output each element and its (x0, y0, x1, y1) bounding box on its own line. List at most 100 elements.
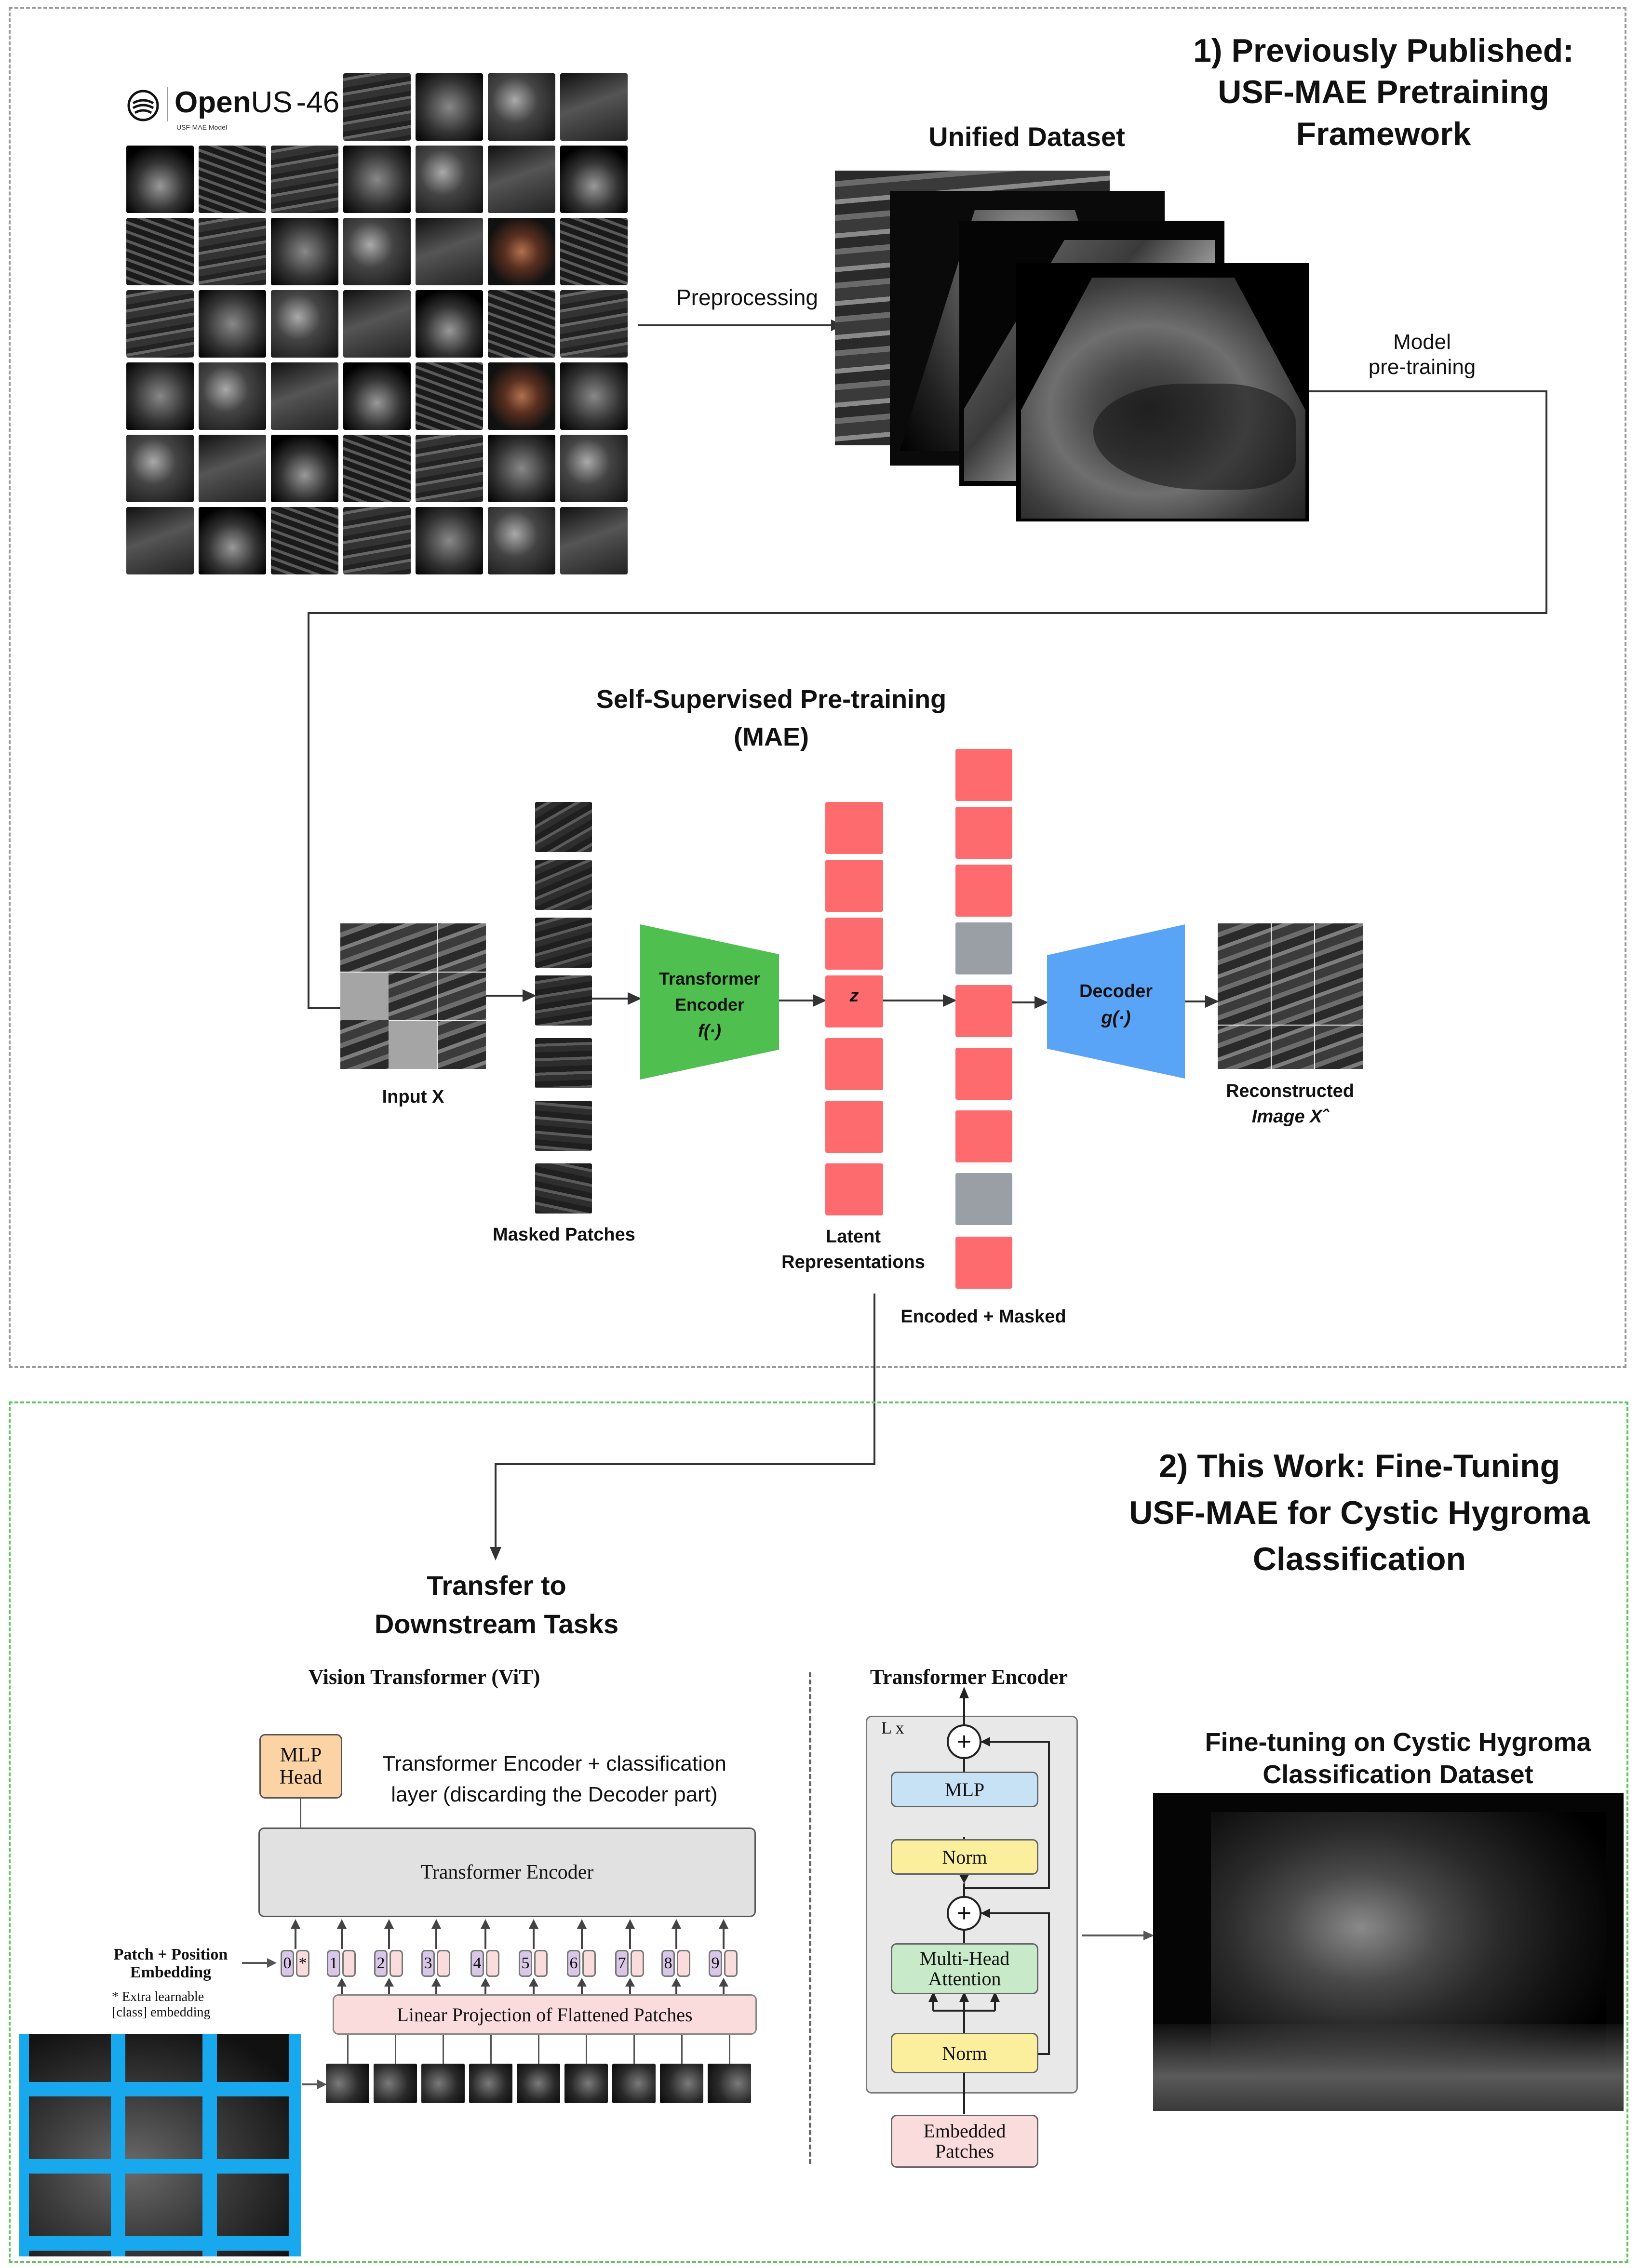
masked-token (955, 1173, 1012, 1225)
panel2-title: 2) This Work: Fine-Tuning USF-MAE for Cy… (1129, 1448, 1590, 1578)
masked-patch (535, 1163, 592, 1214)
model-pretraining-label: Model pre-training (1368, 330, 1476, 379)
encoded-token (955, 1110, 1012, 1162)
dataset-thumbnail (126, 218, 194, 285)
decoder-label: Decoder g(·) (1079, 981, 1153, 1028)
flattened-patch (517, 2064, 560, 2103)
vit-title: Vision Transformer (ViT) (308, 1665, 540, 1689)
panel2-divider (809, 1672, 811, 2164)
dataset-thumbnail (126, 507, 194, 574)
encoded-token (955, 985, 1012, 1037)
flattened-patch (469, 2064, 512, 2103)
dataset-thumbnail (343, 73, 411, 141)
patch-token (534, 1950, 548, 1977)
dataset-thumbnail (488, 507, 555, 574)
dataset-thumbnail (126, 435, 194, 502)
masked-patch (535, 860, 592, 910)
token-up-arrow (529, 1919, 538, 1949)
te-norm-top-box: Norm (891, 1839, 1038, 1875)
patch-token (582, 1950, 596, 1977)
patch-connector (633, 2035, 635, 2064)
dataset-thumbnail (343, 362, 411, 430)
token-index: 0 (281, 1950, 294, 1977)
latent-label: Latent Representations (781, 1227, 925, 1273)
transformer-encoder-shape (640, 924, 779, 1080)
dataset-thumbnail (271, 146, 338, 213)
encoded-token (955, 807, 1012, 859)
logo-brand-light: US (251, 86, 293, 119)
te-mlp-box: MLP (891, 1772, 1038, 1807)
patch-position-label: Patch + Position Embedding (113, 1946, 228, 1981)
logo-brand-number: -46 (296, 86, 340, 119)
encoded-token (955, 749, 1012, 801)
patch-connector (443, 2035, 444, 2064)
dataset-thumbnail (271, 290, 338, 358)
dataset-thumbnail (199, 290, 266, 358)
dataset-thumbnail (488, 73, 555, 141)
dataset-thumbnail (199, 218, 266, 285)
latent-token (825, 802, 883, 854)
pretraining-connector (308, 390, 1547, 1009)
residual-add-bottom: + (956, 1899, 972, 1927)
dataset-thumbnail (343, 435, 411, 502)
latent-token (825, 1038, 883, 1090)
dataset-thumbnail (416, 507, 483, 574)
decoder-shape (1047, 924, 1185, 1079)
masked-patch (535, 802, 592, 852)
token-up-arrow (337, 1919, 347, 1949)
encoded-masked-label: Encoded + Masked (900, 1307, 1066, 1327)
transfer-connector (490, 1294, 875, 1561)
dataset-thumbnail (199, 435, 266, 502)
input-label: Input X (382, 1087, 444, 1107)
latent-token (825, 860, 883, 912)
dataset-thumbnail (343, 507, 411, 574)
flattened-patch (374, 2064, 417, 2103)
latent-token (825, 1101, 883, 1153)
mae-flow-arrows (486, 989, 1219, 1009)
preprocessing-label: Preprocessing (676, 285, 819, 310)
te-mha-box: Multi-Head Attention (891, 1943, 1038, 1994)
flattened-patch (421, 2064, 465, 2103)
dataset-thumbnail (416, 290, 483, 358)
dataset-thumbnail (416, 435, 483, 502)
transformer-encoder-label: Transformer Encoder f(·) (658, 969, 761, 1041)
flattened-patch (326, 2064, 369, 2103)
cystic-hygroma-image (1153, 1793, 1624, 2111)
encoded-token (955, 1237, 1012, 1289)
patch-position-arrow (242, 1958, 277, 1968)
dataset-thumbnail (271, 362, 338, 430)
dataset-thumbnail (488, 218, 555, 285)
masked-patch (535, 918, 592, 968)
token-up-arrow (672, 1919, 681, 1949)
dataset-thumbnail (416, 73, 483, 141)
class-token: * (296, 1950, 309, 1977)
latent-token (825, 918, 883, 970)
dataset-thumbnail (199, 507, 266, 574)
token-index: 9 (709, 1950, 722, 1977)
dataset-image-4 (1016, 263, 1309, 521)
te-norm-bottom-box: Norm (891, 2033, 1038, 2073)
embedded-patches-box: Embedded Patches (891, 2115, 1038, 2168)
mlp-head-box: MLP Head (259, 1734, 342, 1799)
latent-token (825, 975, 883, 1027)
lx-label: L x (881, 1718, 904, 1737)
encoded-token (955, 865, 1012, 917)
patch-connector (347, 2035, 349, 2064)
masked-token (955, 922, 1012, 974)
input-image (340, 923, 486, 1069)
dataset-thumbnail (126, 290, 194, 358)
token-up-arrow (291, 1919, 300, 1949)
patch-connector (490, 2035, 492, 2064)
linear-projection-box: Linear Projection of Flattened Patches (333, 1994, 757, 2035)
dataset-thumbnail (126, 146, 194, 213)
panel1-title: 1) Previously Published: USF-MAE Pretrai… (1193, 32, 1574, 152)
patch-connector (538, 2035, 539, 2064)
extra-learnable-label: * Extra learnable [class] embedding (112, 1989, 211, 2020)
reconstructed-image (1218, 923, 1363, 1069)
dataset-thumbnail (488, 362, 555, 430)
masked-patch (535, 1101, 592, 1151)
dataset-thumbnail (343, 146, 411, 213)
patch-token (486, 1950, 499, 1977)
token-index: 8 (661, 1950, 675, 1977)
dataset-thumbnail (560, 507, 628, 574)
